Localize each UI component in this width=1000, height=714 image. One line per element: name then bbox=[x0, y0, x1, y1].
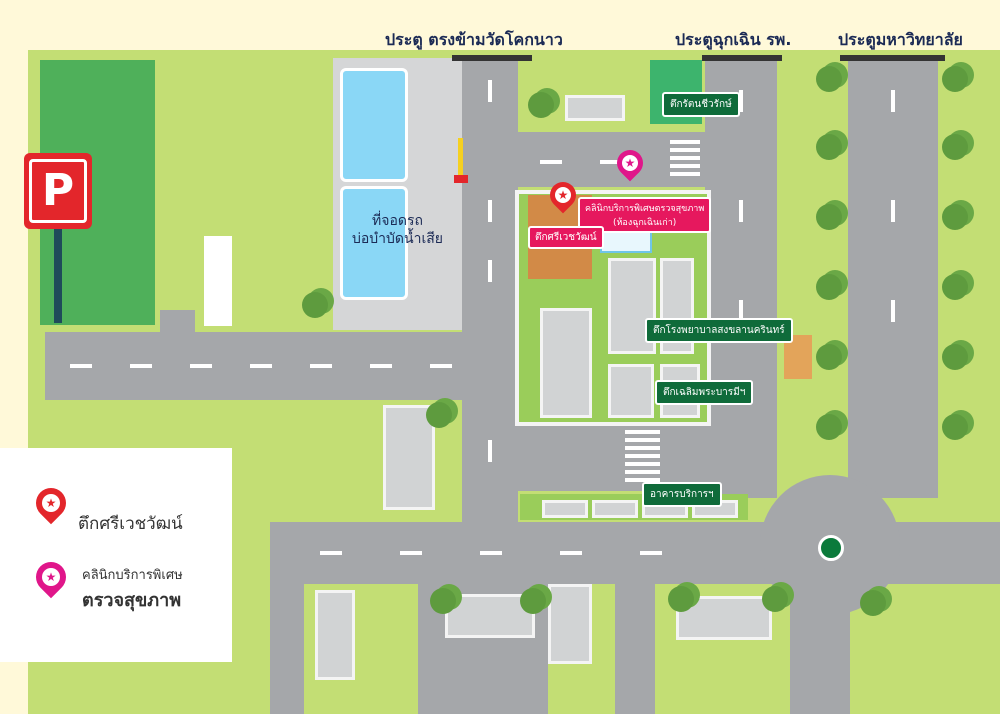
gate-wat-bar[interactable] bbox=[452, 55, 532, 61]
road-front bbox=[462, 425, 777, 491]
gate-wat-label: ประตู ตรงข้ามวัดโคกนาว bbox=[385, 30, 563, 49]
tree-icon bbox=[942, 134, 968, 160]
crosswalk bbox=[625, 430, 660, 485]
barrier-post bbox=[454, 175, 468, 183]
building bbox=[608, 258, 656, 354]
road-parking-access bbox=[160, 310, 195, 335]
crosswalk bbox=[670, 140, 700, 180]
road-branch bbox=[270, 584, 304, 714]
sign-clinic-sub: (ห้องฉุกเฉินเก่า) bbox=[612, 218, 677, 228]
lane-mark bbox=[190, 364, 212, 368]
tree-icon bbox=[816, 204, 842, 230]
lane-mark bbox=[739, 90, 743, 112]
building bbox=[383, 405, 435, 510]
parking-sign-pole bbox=[54, 225, 62, 323]
legend-item-srivejwat: ตึกศรีเวชวัฒน์ bbox=[78, 514, 183, 534]
building bbox=[540, 308, 592, 418]
lane-mark bbox=[891, 200, 895, 222]
lane-mark bbox=[600, 160, 622, 164]
lane-mark bbox=[70, 364, 92, 368]
parking-sign: P bbox=[24, 153, 92, 229]
building bbox=[676, 596, 772, 640]
parking-label: ที่จอดรถบ่อบำบัดน้ำเสีย bbox=[352, 212, 443, 248]
parking-label-line2: บ่อบำบัดน้ำเสีย bbox=[352, 231, 443, 247]
road-branch bbox=[615, 584, 655, 714]
lane-mark bbox=[400, 551, 422, 555]
lane-mark bbox=[370, 364, 392, 368]
roundabout-center bbox=[818, 535, 844, 561]
lane-mark bbox=[739, 200, 743, 222]
kiosk bbox=[204, 236, 232, 326]
lane-mark bbox=[310, 364, 332, 368]
building bbox=[315, 590, 355, 680]
tree-icon bbox=[816, 134, 842, 160]
tree-icon bbox=[302, 292, 328, 318]
legend-clinic-line1: คลินิกบริการพิเศษ bbox=[82, 568, 183, 583]
lane-mark bbox=[320, 551, 342, 555]
tree-icon bbox=[942, 66, 968, 92]
gate-emergency-bar[interactable] bbox=[702, 55, 782, 61]
sign-srivejwat[interactable]: ตึกศรีเวชวัฒน์ bbox=[528, 226, 604, 249]
lane-mark bbox=[739, 300, 743, 322]
sign-service[interactable]: อาคารบริการฯ bbox=[642, 482, 722, 507]
sign-clinic-title: คลินิกบริการพิเศษตรวจสุขภาพ bbox=[585, 204, 705, 214]
tree-icon bbox=[942, 344, 968, 370]
tree-icon bbox=[942, 414, 968, 440]
lane-mark bbox=[250, 364, 272, 368]
legend-item-clinic: คลินิกบริการพิเศษ ตรวจสุขภาพ bbox=[82, 564, 183, 614]
sign-hospital[interactable]: ตึกโรงพยาบาลสงขลานครินทร์ bbox=[645, 318, 793, 343]
tree-icon bbox=[528, 92, 554, 118]
gate-university-bar[interactable] bbox=[840, 55, 945, 61]
building bbox=[542, 500, 588, 518]
lane-mark bbox=[488, 440, 492, 462]
lane-mark bbox=[640, 551, 662, 555]
road-top bbox=[462, 132, 707, 187]
tree-icon bbox=[942, 204, 968, 230]
building bbox=[608, 364, 654, 418]
lane-mark bbox=[540, 160, 562, 164]
lane-mark bbox=[430, 364, 452, 368]
tree-icon bbox=[942, 274, 968, 300]
lane-mark bbox=[891, 300, 895, 322]
legend-red-pin-icon: ★ bbox=[29, 481, 73, 525]
tree-icon bbox=[816, 274, 842, 300]
tree-icon bbox=[520, 588, 546, 614]
lane-mark bbox=[488, 260, 492, 282]
gate-university-label: ประตูมหาวิทยาลัย bbox=[838, 30, 963, 49]
tree-icon bbox=[816, 344, 842, 370]
tree-icon bbox=[816, 414, 842, 440]
lane-mark bbox=[891, 90, 895, 112]
lane-mark bbox=[560, 551, 582, 555]
building bbox=[548, 584, 592, 664]
gate-emergency-label: ประตูฉุกเฉิน รพ. bbox=[675, 30, 792, 49]
lane-mark bbox=[488, 80, 492, 102]
parking-sign-letter: P bbox=[29, 159, 87, 223]
sign-chalerm[interactable]: ตึกเฉลิมพระบารมีฯ bbox=[655, 380, 754, 405]
road-university bbox=[848, 58, 938, 498]
building bbox=[592, 500, 638, 518]
tree-icon bbox=[860, 590, 886, 616]
legend: ★ ตึกศรีเวชวัฒน์ ★ คลินิกบริการพิเศษ ตรว… bbox=[0, 448, 232, 662]
tree-icon bbox=[762, 586, 788, 612]
legend-clinic-line2: ตรวจสุขภาพ bbox=[82, 590, 182, 611]
legend-pink-pin-icon: ★ bbox=[29, 555, 73, 599]
lane-mark bbox=[130, 364, 152, 368]
sign-rattana[interactable]: ตึกรัตนชีวรักษ์ bbox=[662, 92, 740, 117]
building bbox=[565, 95, 625, 121]
tree-icon bbox=[668, 586, 694, 612]
pond bbox=[340, 186, 408, 300]
tree-icon bbox=[816, 66, 842, 92]
tree-icon bbox=[426, 402, 452, 428]
road-emergency bbox=[705, 58, 777, 498]
tree-icon bbox=[430, 588, 456, 614]
pond bbox=[340, 68, 408, 182]
road-branch bbox=[790, 584, 850, 714]
parking-label-line1: ที่จอดรถ bbox=[372, 213, 423, 229]
lane-mark bbox=[480, 551, 502, 555]
lane-mark bbox=[488, 200, 492, 222]
barrier bbox=[458, 138, 463, 178]
